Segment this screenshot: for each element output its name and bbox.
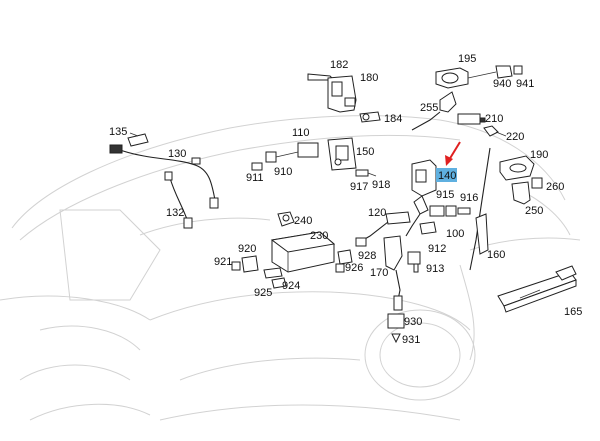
label-132: 132: [166, 207, 184, 219]
label-912: 912: [428, 243, 446, 255]
label-921: 921: [214, 256, 232, 268]
label-918: 918: [372, 179, 390, 191]
label-911: 911: [246, 172, 264, 184]
car-body-outline: [0, 115, 581, 421]
label-941: 941: [516, 78, 534, 90]
label-925: 925: [254, 287, 272, 299]
part-labels: 135 130 132 110 150 182 180 184 911 910 …: [109, 53, 582, 346]
label-120: 120: [368, 207, 386, 219]
connector-915: [355, 205, 471, 247]
connector-930: [387, 313, 405, 344]
knob-assembly-195: [411, 65, 523, 131]
label-230: 230: [310, 230, 328, 242]
label-931: 931: [402, 334, 420, 346]
label-928: 928: [358, 250, 376, 262]
module-140: [405, 141, 461, 237]
label-150: 150: [356, 146, 374, 158]
label-184: 184: [384, 113, 402, 125]
label-915: 915: [436, 189, 454, 201]
label-940: 940: [493, 78, 511, 90]
label-220: 220: [506, 131, 524, 143]
label-135: 135: [109, 126, 127, 138]
label-240: 240: [294, 215, 312, 227]
switch-assembly-180: [307, 73, 381, 123]
label-195: 195: [458, 53, 476, 65]
label-140: 140: [438, 170, 456, 182]
label-924: 924: [282, 280, 300, 292]
label-130: 130: [168, 148, 186, 160]
control-unit-150: [251, 137, 377, 177]
red-arrow-head: [445, 155, 453, 166]
label-180: 180: [360, 72, 378, 84]
label-916: 916: [460, 192, 478, 204]
red-arrow-line: [448, 141, 461, 161]
label-260: 260: [546, 181, 564, 193]
label-165: 165: [564, 306, 582, 318]
bracket-assembly-190: [499, 155, 543, 205]
label-255: 255: [420, 102, 438, 114]
label-913: 913: [426, 263, 444, 275]
label-930: 930: [404, 316, 422, 328]
label-182: 182: [330, 59, 348, 71]
strut-160: [469, 147, 491, 271]
label-910: 910: [274, 166, 292, 178]
label-920: 920: [238, 243, 256, 255]
label-140-highlight: [436, 168, 457, 182]
label-917: 917: [350, 181, 368, 193]
sensor-170: [335, 235, 421, 311]
label-250: 250: [525, 205, 543, 217]
label-190: 190: [530, 149, 548, 161]
label-926: 926: [345, 262, 363, 274]
bolt-220: [457, 113, 507, 137]
rail-165: [497, 265, 577, 313]
label-210: 210: [485, 113, 503, 125]
label-160: 160: [487, 249, 505, 261]
label-110: 110: [292, 127, 310, 139]
control-box-230: [231, 211, 336, 289]
label-100: 100: [446, 228, 464, 240]
sensor-harness-130: [109, 132, 219, 229]
label-170: 170: [370, 267, 388, 279]
